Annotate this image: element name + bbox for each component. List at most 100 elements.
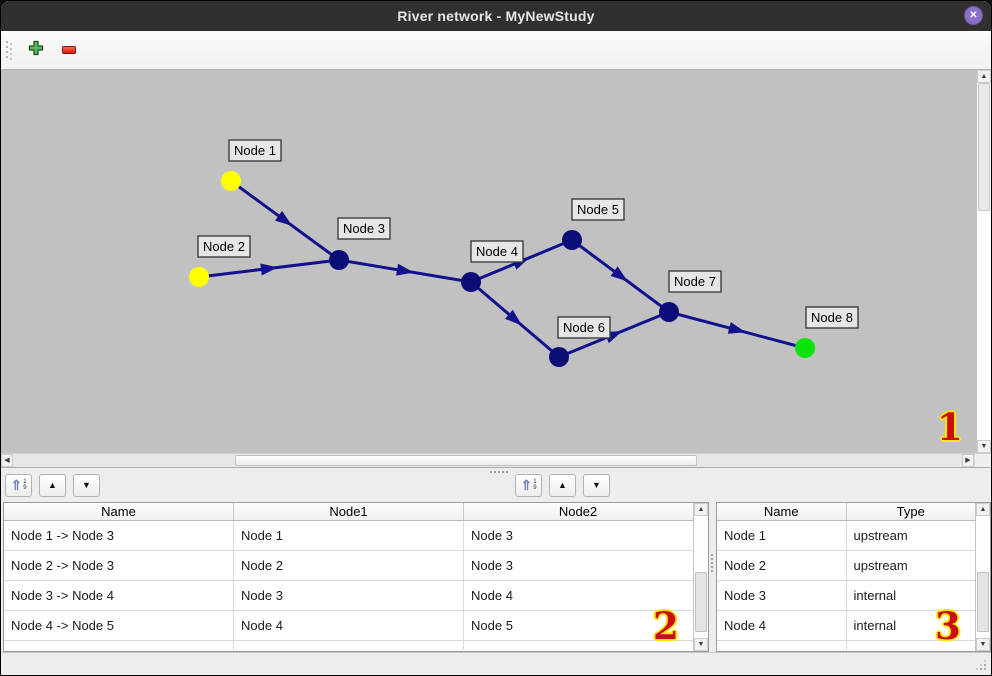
node-7[interactable] [659,302,679,322]
river-network-graph: Node 1 Node 2 Node 3 Node 4 Node 5 Node 6 Node… [189,139,859,367]
cell[interactable]: internal [853,618,897,633]
cell[interactable]: Node 4 [717,611,847,640]
table-row[interactable]: Node 3 internal [717,581,975,611]
cell[interactable]: Node 1 [234,521,464,550]
table-header-row: Name Type [717,503,975,521]
node-1-label[interactable]: Node 1 [228,139,282,162]
cell[interactable]: Node 4 -> Node 5 [4,611,234,640]
column-header-name[interactable]: Name [717,503,847,520]
table-scroll-up-button[interactable]: ▲ [976,503,990,516]
svg-text:Node 2: Node 2 [203,239,245,254]
node-2-label[interactable]: Node 2 [197,235,251,258]
table-vscroll-track[interactable] [976,516,990,638]
node-5-label[interactable]: Node 5 [571,198,625,221]
canvas-vscroll-thumb[interactable] [978,83,990,211]
cell[interactable]: upstream [853,558,908,573]
title-bar[interactable]: River network - MyNewStudy ✕ [1,1,991,31]
table-row[interactable]: Node 1 upstream [717,521,975,551]
cell[interactable]: Node 2 [234,551,464,580]
node-4-label[interactable]: Node 4 [470,240,524,263]
connections-table-scrollbar[interactable]: ▲ ▼ [693,503,708,651]
nodes-move-down-button[interactable]: ▼ [583,473,610,497]
connections-move-up-button[interactable]: ▲ [39,473,66,497]
edge-arrow-icon [505,309,522,326]
canvas-horizontal-scrollbar[interactable]: ◀ ▶ [1,453,991,467]
connections-move-down-button[interactable]: ▼ [73,473,100,497]
canvas-scroll-left-button[interactable]: ◀ [1,454,13,467]
table-vscroll-track[interactable] [694,516,708,638]
column-header-node2[interactable]: Node2 [558,504,598,519]
node-8-label[interactable]: Node 8 [805,306,859,329]
table-row[interactable]: Node 4 internal [717,611,975,641]
node-1[interactable] [221,171,241,191]
canvas-hscroll-thumb[interactable] [235,455,697,466]
cell[interactable]: Node 1 -> Node 3 [4,521,234,550]
cell [464,641,692,650]
canvas-hscroll-track[interactable] [13,454,962,467]
close-button[interactable]: ✕ [964,6,983,25]
cell[interactable]: internal [853,588,897,603]
canvas-scroll-down-button[interactable]: ▼ [977,440,991,453]
node-5[interactable] [562,230,582,250]
svg-text:Node 5: Node 5 [577,202,619,217]
node-2[interactable] [189,267,209,287]
node-7-label[interactable]: Node 7 [668,270,722,293]
canvas-vscroll-track[interactable] [977,83,991,440]
column-header-name[interactable]: Name [4,503,234,520]
table-row-partial [717,641,975,650]
svg-text:Node 7: Node 7 [674,274,716,289]
node-3[interactable] [329,250,349,270]
add-button[interactable] [23,37,49,63]
canvas-vertical-scrollbar[interactable]: ▲ ▼ [976,70,991,453]
canvas-scroll-right-button[interactable]: ▶ [962,454,974,467]
node-6[interactable] [549,347,569,367]
table-vscroll-thumb[interactable] [977,572,989,632]
table-vscroll-thumb[interactable] [695,572,707,632]
table-row[interactable]: Node 2 upstream [717,551,975,581]
cell[interactable]: Node 4 [471,588,513,603]
move-down-icon: ▼ [82,480,91,490]
table-scroll-down-button[interactable]: ▼ [694,638,708,651]
scroll-down-icon: ▼ [979,641,987,648]
canvas-scroll-up-button[interactable]: ▲ [977,70,991,83]
tables-splitter-handle[interactable] [711,554,713,556]
cell[interactable]: Node 3 [717,581,847,610]
edge-arrow-icon [610,266,628,282]
canvas-tables-splitter-handle[interactable] [490,471,492,473]
cell[interactable]: Node 3 -> Node 4 [4,581,234,610]
cell[interactable]: upstream [853,528,908,543]
cell[interactable]: Node 3 [471,528,513,543]
scrollbar-corner [974,454,991,467]
cell[interactable]: Node 1 [717,521,847,550]
column-header-type[interactable]: Type [896,504,925,519]
cell[interactable]: Node 4 [234,611,464,640]
cell[interactable]: Node 3 [471,558,513,573]
cell[interactable]: Node 5 [471,618,513,633]
node-4[interactable] [461,272,481,292]
column-header-node1[interactable]: Node1 [234,503,464,520]
node-6-label[interactable]: Node 6 [557,316,611,339]
cell[interactable]: Node 2 [717,551,847,580]
table-scroll-up-button[interactable]: ▲ [694,503,708,516]
nodes-table-scrollbar[interactable]: ▲ ▼ [975,503,990,651]
table-scroll-down-button[interactable]: ▼ [976,638,990,651]
edge-arrow-icon [727,322,746,334]
toolbar-drag-handle[interactable] [4,39,15,61]
cell[interactable]: Node 3 [234,581,464,610]
remove-button[interactable] [56,37,82,63]
cell[interactable]: Node 2 -> Node 3 [4,551,234,580]
resize-grip[interactable] [976,660,986,670]
node-8[interactable] [795,338,815,358]
svg-text:Node 4: Node 4 [476,244,518,259]
node-3-label[interactable]: Node 3 [337,217,391,240]
nodes-move-up-button[interactable]: ▲ [549,473,576,497]
river-network-canvas[interactable]: Node 1 Node 2 Node 3 Node 4 Node 5 Node 6 Node… [1,70,976,453]
